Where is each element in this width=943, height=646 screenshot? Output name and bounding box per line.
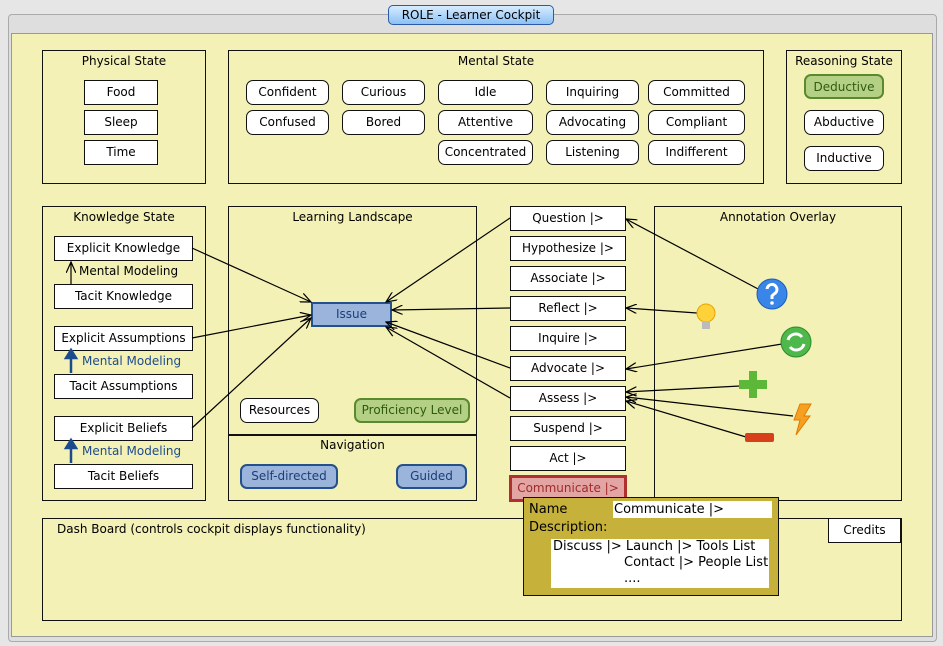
- mental-modeling-label: Mental Modeling: [82, 354, 182, 368]
- tacit-knowledge-button[interactable]: Tacit Knowledge: [54, 284, 193, 309]
- action-advocate-button[interactable]: Advocate |>: [510, 356, 626, 381]
- abductive-button[interactable]: Abductive: [804, 110, 884, 135]
- mental-state-indifferent-button[interactable]: Indifferent: [648, 140, 745, 165]
- name-field[interactable]: Communicate |>: [613, 501, 772, 518]
- panel-title: Mental State: [457, 54, 535, 68]
- panel-title: Annotation Overlay: [719, 210, 837, 224]
- proficiency-level-button[interactable]: Proficiency Level: [354, 398, 470, 423]
- action-assess-button[interactable]: Assess |>: [510, 386, 626, 411]
- mental-state-inquiring-button[interactable]: Inquiring: [546, 80, 639, 105]
- navigation-panel: Navigation: [228, 434, 477, 501]
- action-details-popup: Name Communicate |> Description: Discuss…: [523, 497, 779, 596]
- food-button[interactable]: Food: [84, 80, 158, 105]
- action-associate-button[interactable]: Associate |>: [510, 266, 626, 291]
- panel-title: Reasoning State: [795, 54, 893, 68]
- mental-state-bored-button[interactable]: Bored: [342, 110, 425, 135]
- resources-button[interactable]: Resources: [240, 398, 319, 423]
- panel-title: Learning Landscape: [292, 210, 413, 224]
- dashboard-panel: Dash Board (controls cockpit displays fu…: [42, 518, 902, 621]
- explicit-beliefs-button[interactable]: Explicit Beliefs: [54, 416, 193, 441]
- action-inquire-button[interactable]: Inquire |>: [510, 326, 626, 351]
- mental-state-listening-button[interactable]: Listening: [546, 140, 639, 165]
- time-button[interactable]: Time: [84, 140, 158, 165]
- tacit-beliefs-button[interactable]: Tacit Beliefs: [54, 464, 193, 489]
- issue-node[interactable]: Issue: [311, 302, 392, 327]
- mental-state-idle-button[interactable]: Idle: [438, 80, 533, 105]
- name-label: Name: [529, 502, 568, 517]
- action-suspend-button[interactable]: Suspend |>: [510, 416, 626, 441]
- credits-button[interactable]: Credits: [828, 518, 901, 543]
- physical-state-panel: Physical State: [42, 50, 206, 184]
- panel-title: Knowledge State: [73, 210, 175, 224]
- mental-modeling-label: Mental Modeling: [82, 444, 182, 458]
- reasoning-state-panel: Reasoning State: [786, 50, 902, 184]
- explicit-assumptions-button[interactable]: Explicit Assumptions: [54, 326, 193, 351]
- description-field[interactable]: Discuss |> Launch |> Tools List Contact …: [551, 539, 769, 588]
- action-hypothesize-button[interactable]: Hypothesize |>: [510, 236, 626, 261]
- self-directed-button[interactable]: Self-directed: [240, 464, 338, 489]
- window-title: ROLE - Learner Cockpit: [388, 5, 554, 25]
- panel-title: Physical State: [81, 54, 167, 68]
- description-line: Contact |> People List: [624, 555, 769, 570]
- description-label: Description:: [529, 520, 608, 535]
- deductive-button[interactable]: Deductive: [804, 74, 884, 99]
- mental-state-compliant-button[interactable]: Compliant: [648, 110, 745, 135]
- mental-state-curious-button[interactable]: Curious: [342, 80, 425, 105]
- description-line: ....: [624, 571, 641, 586]
- explicit-knowledge-button[interactable]: Explicit Knowledge: [54, 236, 193, 261]
- mental-state-confident-button[interactable]: Confident: [246, 80, 329, 105]
- tacit-assumptions-button[interactable]: Tacit Assumptions: [54, 374, 193, 399]
- annotation-overlay-panel: Annotation Overlay: [654, 206, 902, 501]
- guided-button[interactable]: Guided: [396, 464, 467, 489]
- mental-state-advocating-button[interactable]: Advocating: [546, 110, 639, 135]
- action-act-button[interactable]: Act |>: [510, 446, 626, 471]
- action-reflect-button[interactable]: Reflect |>: [510, 296, 626, 321]
- mental-state-panel: Mental State: [228, 50, 764, 184]
- description-line: Discuss |> Launch |> Tools List: [553, 539, 756, 554]
- mental-state-attentive-button[interactable]: Attentive: [438, 110, 533, 135]
- panel-title: Navigation: [320, 438, 385, 452]
- action-question-button[interactable]: Question |>: [510, 206, 626, 231]
- mental-state-concentrated-button[interactable]: Concentrated: [438, 140, 533, 165]
- inductive-button[interactable]: Inductive: [804, 146, 884, 171]
- mental-state-confused-button[interactable]: Confused: [246, 110, 329, 135]
- panel-title: Dash Board (controls cockpit displays fu…: [57, 522, 366, 536]
- mental-state-committed-button[interactable]: Committed: [648, 80, 745, 105]
- sleep-button[interactable]: Sleep: [84, 110, 158, 135]
- mental-modeling-label: Mental Modeling: [79, 264, 179, 278]
